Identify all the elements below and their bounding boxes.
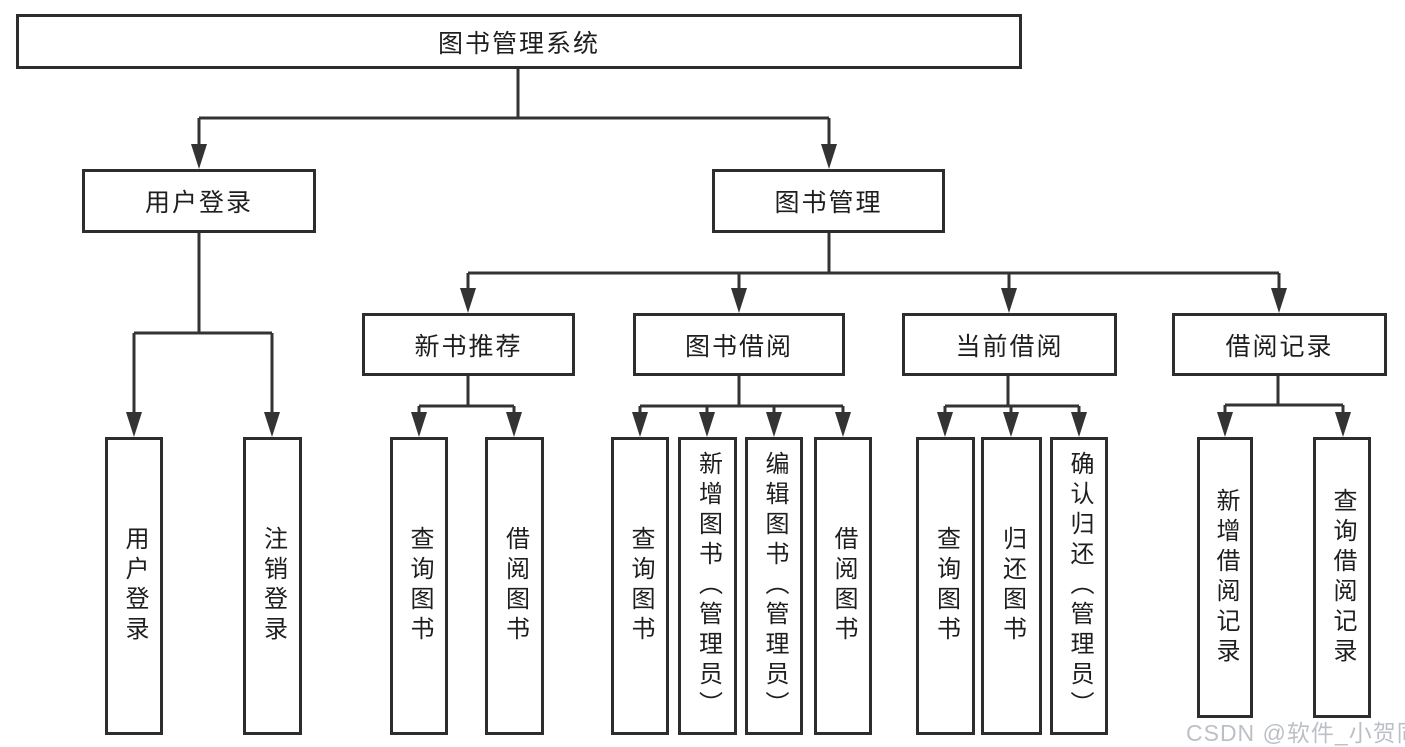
leaf-query-borrow-record: 查询借阅记录 [1313, 437, 1371, 718]
csdn-watermark: CSDN @软件_小贺同学 [1186, 720, 1405, 746]
node-new-book-recommend: 新书推荐 [362, 313, 575, 376]
leaf-query-books-recommend: 查询图书 [390, 437, 448, 735]
leaf-borrow-books-recommend: 借阅图书 [485, 437, 544, 735]
node-current-borrowing: 当前借阅 [902, 313, 1117, 376]
leaf-logout: 注销登录 [243, 437, 302, 735]
leaf-borrow-books: 借阅图书 [814, 437, 872, 735]
node-book-management: 图书管理 [712, 169, 945, 233]
node-user-login: 用户登录 [82, 169, 316, 233]
leaf-edit-book-admin: 编辑图书（管理员） [745, 437, 803, 735]
leaf-user-login: 用户登录 [105, 437, 163, 735]
leaf-return-books: 归还图书 [981, 437, 1042, 735]
node-library-system: 图书管理系统 [16, 14, 1022, 69]
leaf-confirm-return-admin: 确认归还（管理员） [1050, 437, 1108, 735]
leaf-query-books-borrowing: 查询图书 [611, 437, 669, 735]
node-book-borrowing: 图书借阅 [633, 313, 845, 376]
arrowheads [126, 144, 1351, 437]
node-borrow-records: 借阅记录 [1172, 313, 1387, 376]
leaf-query-books-current: 查询图书 [916, 437, 975, 735]
leaf-add-book-admin: 新增图书（管理员） [678, 437, 737, 735]
leaf-add-borrow-record: 新增借阅记录 [1197, 437, 1253, 718]
